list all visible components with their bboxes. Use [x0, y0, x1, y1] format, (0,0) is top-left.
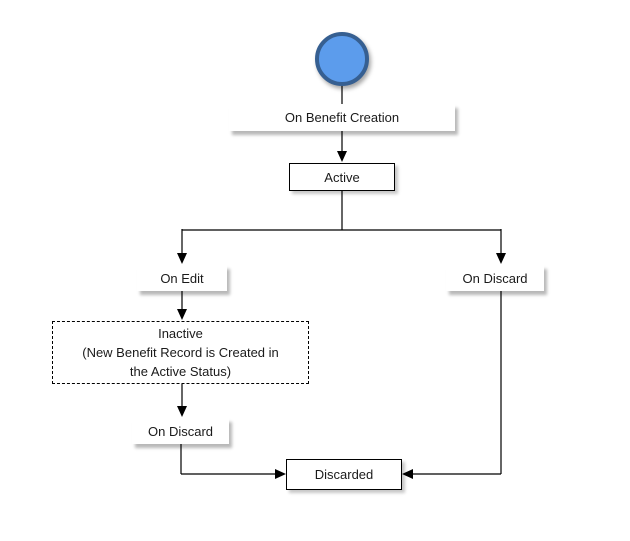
state-node-inactive: Inactive (New Benefit Record is Created … [52, 321, 309, 384]
arrowhead-into-on-discard-right [496, 253, 506, 264]
transition-label-on-discard-right: On Discard [446, 265, 544, 291]
arrowhead-into-inactive [177, 309, 187, 320]
state-node-active: Active [289, 163, 395, 191]
start-node [315, 32, 369, 86]
transition-label-on-discard-left: On Discard [132, 418, 229, 444]
arrowhead-into-on-discard-left [177, 406, 187, 417]
arrowhead-into-on-edit [177, 253, 187, 264]
arrowhead-into-discarded-right [402, 469, 413, 479]
transition-label-on-benefit-creation: On Benefit Creation [229, 104, 455, 131]
transition-label-on-edit: On Edit [137, 265, 227, 291]
start-node-circle [315, 32, 369, 86]
state-node-discarded: Discarded [286, 459, 402, 490]
arrowhead-into-discarded-left [275, 469, 286, 479]
arrowhead-into-active [337, 151, 347, 162]
